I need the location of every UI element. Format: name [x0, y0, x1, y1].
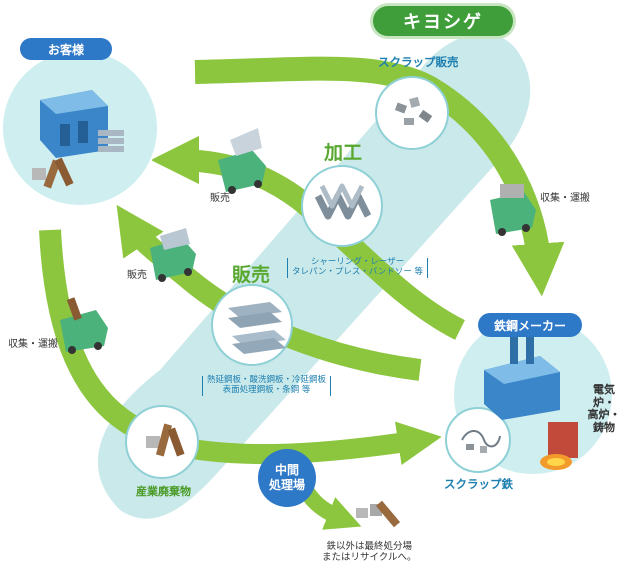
sales-flow-label-upper: 販売	[210, 193, 230, 204]
sales-flow-label-lower: 販売	[127, 270, 147, 281]
arrow-direct-sales	[116, 204, 422, 381]
scrap-sales-circle	[375, 76, 449, 150]
intermediate-facility-label: 中間 処理場	[268, 463, 305, 492]
truck-icon-collect-right	[490, 184, 536, 236]
final-disposal-label: 鉄以外は最終処分場 またはリサイクルへ。	[322, 541, 417, 563]
furnace-icon	[540, 422, 578, 470]
arrow-left-loop	[39, 229, 146, 440]
collect-transport-right-label: 収集・運搬	[540, 193, 590, 204]
waste-debris-icon	[146, 423, 185, 457]
scrap-iron-icon	[461, 430, 501, 453]
scrap-pile-icon	[394, 96, 433, 125]
furnace-label: 電気炉・ 高炉・ 鋳物	[587, 383, 621, 434]
truck-icon-collect-left	[60, 297, 108, 354]
scrap-iron-circle	[445, 407, 511, 473]
brand-label: キヨシゲ	[373, 6, 513, 36]
final-disposal-icon	[356, 500, 401, 528]
steel-sheets-icon	[228, 302, 286, 354]
industrial-waste-label: 産業廃棄物	[136, 485, 191, 498]
processing-caption: シャーリング・レーザー タレパン・プレス・バンドソー 等	[287, 257, 429, 278]
scrap-iron-label: スクラップ鉄	[444, 477, 513, 491]
cut-parts-icon	[314, 183, 372, 220]
customer-label: お客様	[20, 38, 112, 60]
factory-icon	[32, 90, 124, 189]
processing-label: 加工	[324, 142, 363, 164]
intermediate-facility: 中間 処理場	[258, 449, 316, 507]
sales-label: 販売	[232, 264, 271, 286]
truck-icon	[218, 128, 266, 194]
truck-icon-sales	[150, 228, 196, 282]
sales-caption: 熱延鋼板・酸洗鋼板・冷延鋼板 表面処理鋼板・条鋼 等	[202, 375, 332, 396]
collect-transport-left-label: 収集・運搬	[8, 339, 58, 350]
steel-maker-label: 鉄鋼メーカー	[478, 313, 582, 337]
scrap-sales-label: スクラップ販売	[378, 55, 459, 69]
teal-band	[97, 33, 531, 519]
steel-mill-icon	[484, 330, 560, 420]
